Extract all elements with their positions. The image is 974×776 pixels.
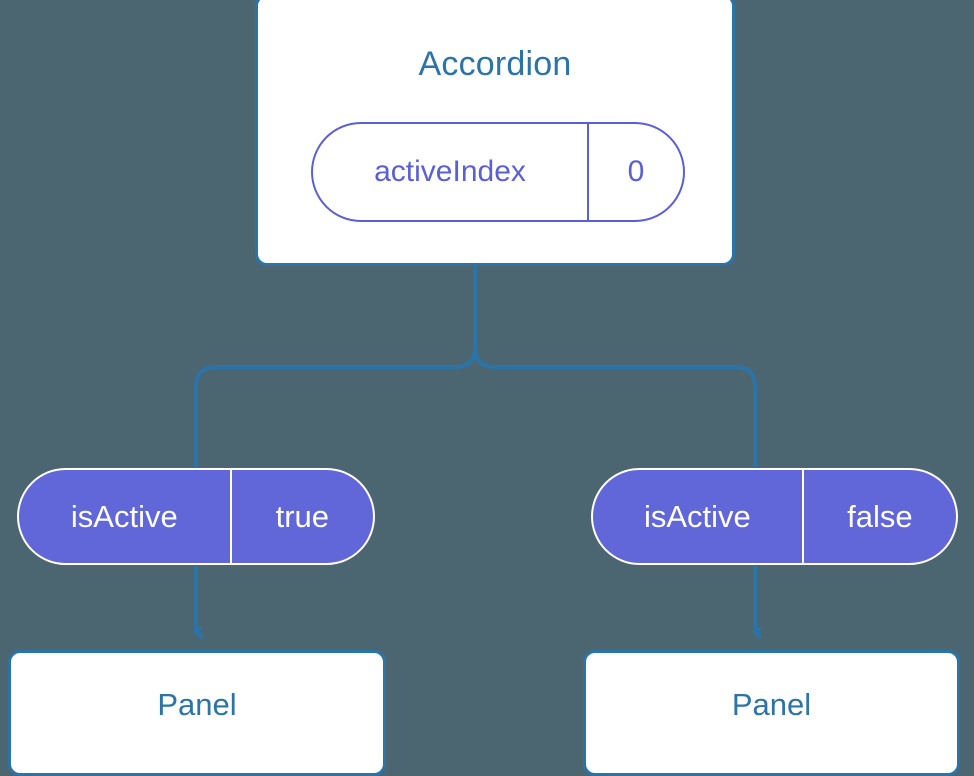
state-value-label: 0 xyxy=(627,155,645,188)
state-pill-is-active-right[interactable]: isActive false xyxy=(591,468,958,565)
component-title-panel: Panel xyxy=(731,687,812,722)
connector-branch-right xyxy=(473,345,757,468)
state-key-label: activeIndex xyxy=(313,124,590,220)
component-node-accordion[interactable]: Accordion activeIndex 0 xyxy=(255,0,735,266)
state-key-label: isActive xyxy=(19,470,232,563)
state-value-label: false xyxy=(847,498,913,534)
state-value-label: true xyxy=(275,498,330,534)
state-pill-is-active-left[interactable]: isActive true xyxy=(17,468,375,565)
component-title-panel: Panel xyxy=(157,687,237,722)
component-node-panel-right[interactable]: Panel xyxy=(583,650,960,776)
component-node-panel-left[interactable]: Panel xyxy=(8,650,386,776)
component-title-accordion: Accordion xyxy=(418,45,572,83)
state-key-label: isActive xyxy=(593,470,804,563)
state-pill-active-index[interactable]: activeIndex 0 xyxy=(311,122,685,222)
connector-branch-left xyxy=(194,345,477,468)
